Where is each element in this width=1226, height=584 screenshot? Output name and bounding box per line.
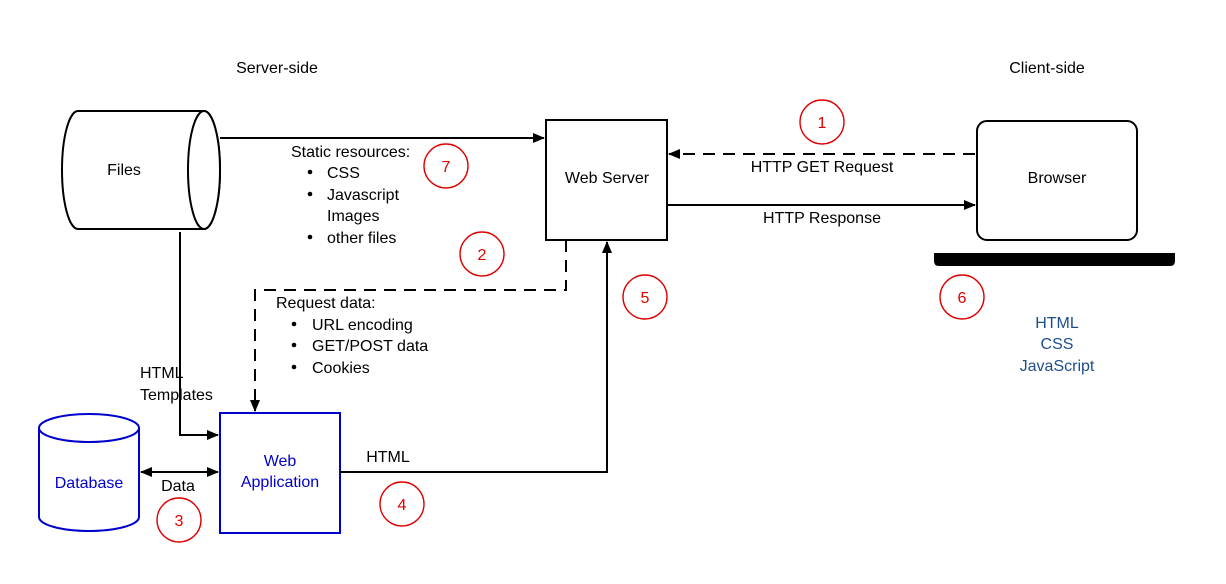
html-label: HTML [366, 449, 410, 466]
browser-node: Browser [934, 120, 1175, 266]
step-badge-4: 4 [379, 481, 425, 527]
step-number: 3 [175, 513, 184, 530]
files-node: Files [61, 110, 221, 230]
http-response-label: HTTP Response [763, 210, 881, 227]
step-number: 7 [442, 159, 451, 176]
bullet [291, 342, 297, 348]
html-templates-label-line2: Templates [140, 387, 213, 404]
bullet [307, 234, 313, 240]
web-application-label-line2: Application [241, 474, 319, 491]
request-data-title: Request data: [276, 295, 376, 312]
server-side-heading: Server-side [236, 60, 318, 77]
static-resource-item: CSS [327, 165, 360, 182]
bullet [291, 321, 297, 327]
request-data-list: Request data: URL encoding GET/POST data… [276, 295, 428, 377]
request-data-item: Cookies [312, 360, 370, 377]
client-side-heading: Client-side [1009, 60, 1085, 77]
step-badge-5: 5 [622, 274, 668, 320]
html-response-arrow [340, 241, 612, 473]
html-templates-arrow [179, 232, 219, 440]
request-data-arrow [250, 240, 567, 412]
web-server-node: Web Server [545, 119, 668, 241]
step-badge-3: 3 [156, 497, 202, 543]
client-tech-item: CSS [1041, 336, 1074, 353]
client-tech-item: HTML [1035, 315, 1079, 332]
database-label: Database [55, 475, 124, 492]
static-resources-title: Static resources: [291, 144, 410, 161]
step-number: 6 [958, 290, 967, 307]
static-resources-list: Static resources: CSS Javascript Images … [291, 144, 410, 247]
browser-label: Browser [1028, 170, 1087, 187]
request-data-item: GET/POST data [312, 338, 428, 355]
files-label: Files [107, 162, 141, 179]
database-node: Database [38, 413, 140, 532]
html-templates-label-line1: HTML [140, 365, 184, 382]
web-application-node: Web Application [219, 412, 341, 534]
step-badge-1: 1 [799, 99, 845, 145]
request-data-item: URL encoding [312, 317, 413, 334]
step-number: 2 [478, 247, 487, 264]
client-technologies-list: HTML CSS JavaScript [1020, 315, 1095, 375]
bullet [307, 169, 313, 175]
bullet [291, 364, 297, 370]
bullet [307, 191, 313, 197]
web-application-label-line1: Web [264, 453, 297, 470]
step-number: 4 [398, 497, 407, 514]
step-badge-6: 6 [939, 274, 985, 320]
http-get-request-label: HTTP GET Request [751, 159, 894, 176]
data-label: Data [161, 478, 195, 495]
static-resource-item: other files [327, 230, 396, 247]
step-number: 1 [818, 115, 827, 132]
step-number: 5 [641, 290, 650, 307]
laptop-base [934, 253, 1175, 266]
step-badge-2: 2 [459, 231, 505, 277]
web-server-label: Web Server [565, 170, 650, 187]
static-resource-item: Javascript [327, 187, 400, 204]
step-badge-7: 7 [423, 143, 469, 189]
static-resource-item: Images [327, 208, 379, 225]
client-tech-item: JavaScript [1020, 358, 1095, 375]
